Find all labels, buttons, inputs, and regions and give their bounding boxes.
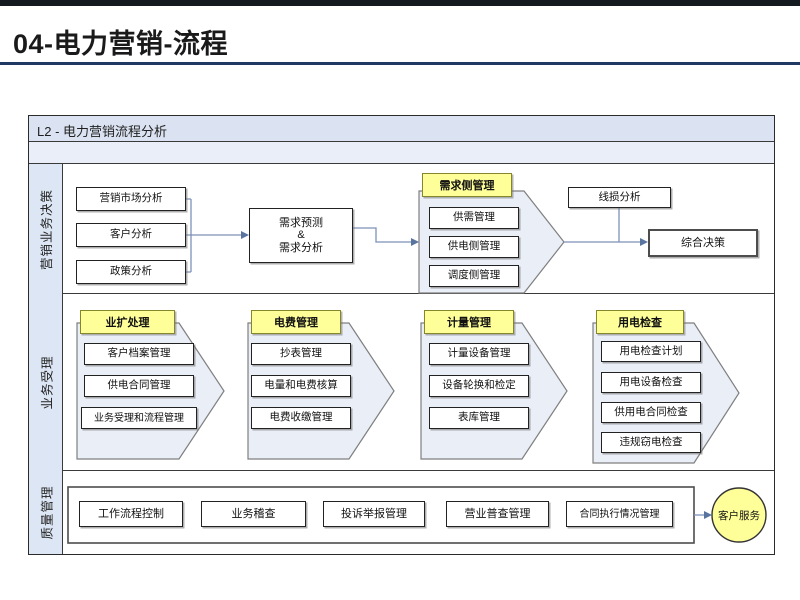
box-supply-contract-mgmt: 供电合同管理: [84, 375, 194, 397]
customer-service-label: 客户服务: [718, 509, 760, 522]
box-demand-forecast: 需求预测 & 需求分析: [249, 208, 353, 263]
connector-layer: [67, 190, 767, 544]
box-customer-analysis: 客户分析: [76, 223, 186, 247]
forecast-line: 需求分析: [279, 241, 323, 254]
box-complaint-report-mgmt: 投诉举报管理: [323, 501, 425, 527]
header-demand-side: 需求侧管理: [422, 173, 512, 197]
header-usage-inspection: 用电检查: [596, 310, 684, 334]
box-policy-analysis: 政策分析: [76, 260, 186, 284]
box-market-analysis: 营销市场分析: [76, 187, 186, 211]
empty-band: [29, 142, 774, 164]
box-contract-inspection: 供用电合同检查: [601, 402, 701, 423]
box-theft-inspection: 违规窃电检查: [601, 432, 701, 453]
box-customer-file-mgmt: 客户档案管理: [84, 343, 194, 365]
title-underline: [0, 62, 800, 65]
box-meter-reading-mgmt: 抄表管理: [251, 343, 351, 365]
arrowhead: [704, 511, 712, 519]
header-metering-mgmt: 计量管理: [424, 310, 514, 334]
arrowhead: [241, 231, 249, 239]
arrowhead: [411, 238, 419, 246]
box-fee-collection-mgmt: 电费收缴管理: [251, 407, 351, 429]
box-equipment-inspection: 用电设备检查: [601, 372, 701, 393]
bracket-connector: [186, 198, 192, 273]
box-inspection-plan: 用电检查计划: [601, 341, 701, 362]
box-line-loss-analysis: 线损分析: [568, 187, 671, 208]
header-fee-mgmt: 电费管理: [251, 310, 341, 334]
diagram-title: L2 - 电力营销流程分析: [37, 124, 168, 139]
forecast-line: &: [297, 229, 305, 242]
box-dispatch-side-mgmt: 调度侧管理: [429, 265, 519, 287]
box-acceptance-process-mgmt: 业务受理和流程管理: [81, 407, 197, 429]
box-workflow-control: 工作流程控制: [79, 501, 183, 527]
box-energy-fee-accounting: 电量和电费核算: [251, 375, 351, 397]
box-comprehensive-decision: 综合决策: [648, 229, 758, 257]
top-accent-bar: [0, 0, 800, 6]
lane-decision: [29, 164, 774, 294]
lane-label-acceptance: 业务受理: [29, 294, 63, 471]
diagram-title-bar: L2 - 电力营销流程分析: [29, 116, 774, 142]
box-meter-warehouse-mgmt: 表库管理: [429, 407, 529, 429]
header-expansion: 业扩处理: [80, 310, 175, 334]
box-supply-side-mgmt: 供电侧管理: [429, 236, 519, 258]
forecast-line: 需求预测: [279, 217, 323, 230]
lane-label-decision: 营销业务决策: [29, 164, 63, 294]
box-business-census-mgmt: 营业普查管理: [446, 501, 549, 527]
slide-title: 04-电力营销-流程: [13, 29, 229, 59]
arrow-to-demand-side: [353, 227, 412, 243]
box-supply-demand-mgmt: 供需管理: [429, 207, 519, 229]
lane-label-quality: 质量管理: [29, 471, 63, 554]
box-device-rotation-verification: 设备轮换和检定: [429, 375, 529, 397]
lane-acceptance: [29, 294, 774, 471]
box-metering-device-mgmt: 计量设备管理: [429, 343, 529, 365]
arrowhead: [640, 238, 648, 246]
process-diagram: L2 - 电力营销流程分析 营销业务决策 业务受理 质量管理: [28, 115, 775, 555]
box-contract-execution-mgmt: 合同执行情况管理: [566, 501, 673, 527]
box-business-audit: 业务稽查: [201, 501, 306, 527]
